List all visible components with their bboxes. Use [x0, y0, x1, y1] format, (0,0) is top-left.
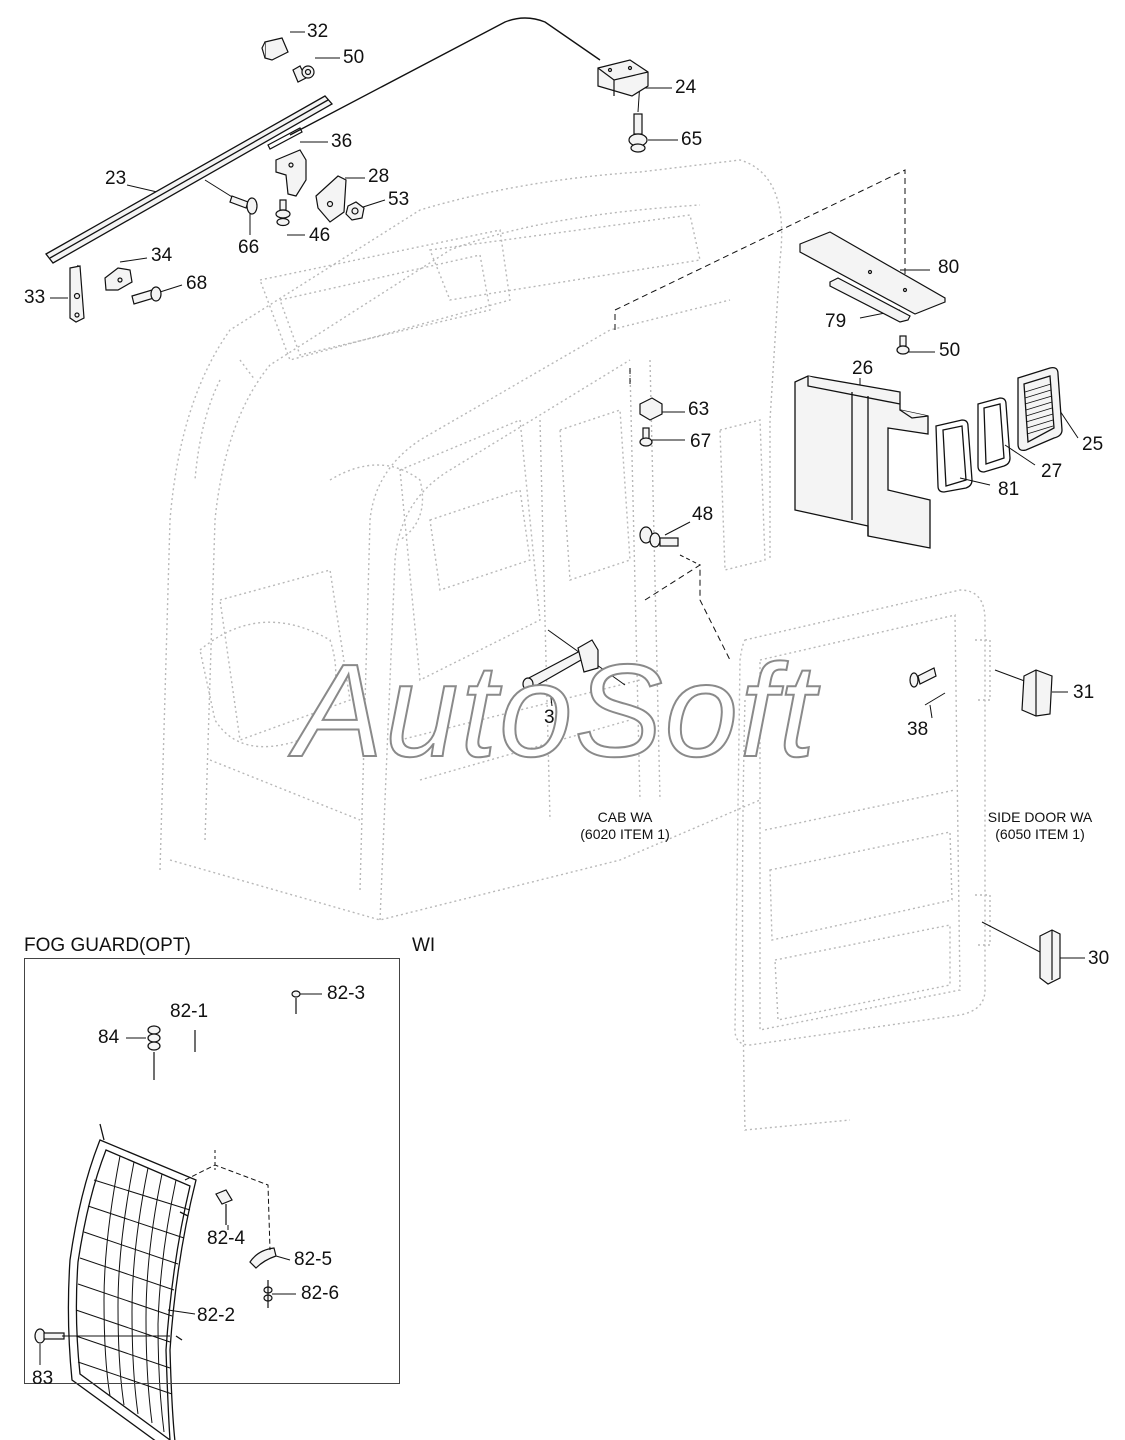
part-block-30: [1039, 929, 1061, 985]
part-insulation-26: [794, 375, 931, 549]
part-clip-34: [104, 267, 133, 291]
callout-82-1: 82-1: [170, 1001, 209, 1022]
callout-33: 33: [24, 287, 46, 308]
part-strip-79: [829, 277, 911, 323]
callout-26: 26: [852, 358, 874, 379]
part-gasket-81: [935, 419, 973, 493]
callout-79: 79: [825, 311, 847, 332]
part-bolt-50: [292, 65, 315, 83]
part-washer-46: [275, 199, 291, 227]
callout-81: 81: [998, 479, 1020, 500]
callout-83: 83: [32, 1368, 54, 1389]
part-bolt-65: [628, 113, 648, 153]
part-handle-3: [522, 639, 599, 691]
part-filter-25: [1017, 366, 1063, 452]
callout-53: 53: [388, 189, 410, 210]
callout-3: 3: [544, 707, 555, 728]
part-strip-thin: [267, 127, 303, 150]
part-bolt-67: [639, 427, 653, 447]
part-bolt-50b: [896, 335, 910, 355]
fog-guard-frame: [24, 958, 400, 1384]
wi-label: WI: [412, 935, 436, 956]
part-block-24: [597, 59, 649, 97]
callout-28: 28: [368, 166, 390, 187]
callout-82-2: 82-2: [197, 1305, 236, 1326]
callout-80: 80: [938, 257, 960, 278]
callout-66: 66: [238, 237, 260, 258]
callout-36: 36: [331, 131, 353, 152]
part-plate-80: [799, 231, 946, 315]
part-bolt-84: [147, 1025, 161, 1080]
fog-guard-parts: [34, 990, 301, 1344]
callout-82-5: 82-5: [294, 1249, 333, 1270]
side-door-outline: [734, 589, 991, 1131]
part-bolt-82-4: [215, 1189, 233, 1225]
part-bolt-48: [639, 526, 679, 548]
part-fog-guard-grille-82-2: [67, 1123, 197, 1440]
callout-67: 67: [690, 431, 712, 452]
callout-25: 25: [1082, 434, 1104, 455]
callout-27: 27: [1041, 461, 1063, 482]
callout-24: 24: [675, 77, 697, 98]
part-bracket-63: [639, 397, 663, 421]
callout-38: 38: [907, 719, 929, 740]
callout-32: 32: [307, 21, 329, 42]
callout-30: 30: [1088, 948, 1110, 969]
callout-68: 68: [186, 273, 208, 294]
cab-outline: [159, 159, 783, 921]
door-caption-line1: SIDE DOOR WA: [987, 809, 1093, 825]
part-bolt-68: [131, 286, 162, 305]
callout-82-3: 82-3: [327, 983, 366, 1004]
watermark: AutoSoft: [294, 637, 818, 784]
part-bracket-36: [275, 149, 307, 197]
door-caption-line2: (6050 ITEM 1): [995, 826, 1085, 842]
part-gasket-27: [977, 397, 1011, 473]
part-bracket-32: [261, 37, 289, 61]
callout-82-4: 82-4: [207, 1228, 246, 1249]
part-bolt-66: [229, 195, 258, 215]
part-screw-38: [909, 667, 937, 688]
part-plate-28: [315, 175, 347, 223]
cab-caption-line2: (6020 ITEM 1): [580, 826, 670, 842]
part-link-33: [69, 265, 85, 323]
callout-46: 46: [309, 225, 331, 246]
part-bolt-82-6: [263, 1280, 273, 1308]
callout-50: 50: [343, 47, 365, 68]
callout-48: 48: [692, 504, 714, 525]
part-plate-31: [1021, 669, 1053, 717]
callout-23: 23: [105, 168, 127, 189]
part-nut-53: [345, 201, 365, 221]
callout-82-6: 82-6: [301, 1283, 340, 1304]
part-seal-strip-23: [45, 95, 334, 264]
callout-63: 63: [688, 399, 710, 420]
callout-34: 34: [151, 245, 173, 266]
cab-caption-line1: CAB WA: [597, 809, 653, 825]
callout-50b: 50: [939, 340, 961, 361]
callout-65: 65: [681, 129, 703, 150]
callout-31: 31: [1073, 682, 1095, 703]
fog-guard-title: FOG GUARD(OPT): [24, 935, 191, 956]
callout-84: 84: [98, 1027, 120, 1048]
